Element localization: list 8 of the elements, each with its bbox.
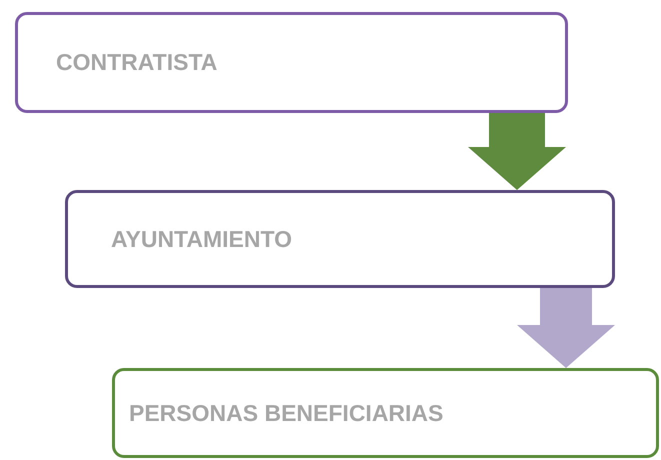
process-box (15, 12, 568, 113)
block-arrow (468, 113, 566, 190)
box-label: CONTRATISTA (56, 48, 218, 78)
process-box (65, 190, 615, 288)
block-arrow (517, 288, 615, 368)
process-box (112, 368, 659, 458)
box-label: AYUNTAMIENTO (111, 224, 292, 254)
box-label: PERSONAS BENEFICIARIAS (129, 398, 444, 428)
